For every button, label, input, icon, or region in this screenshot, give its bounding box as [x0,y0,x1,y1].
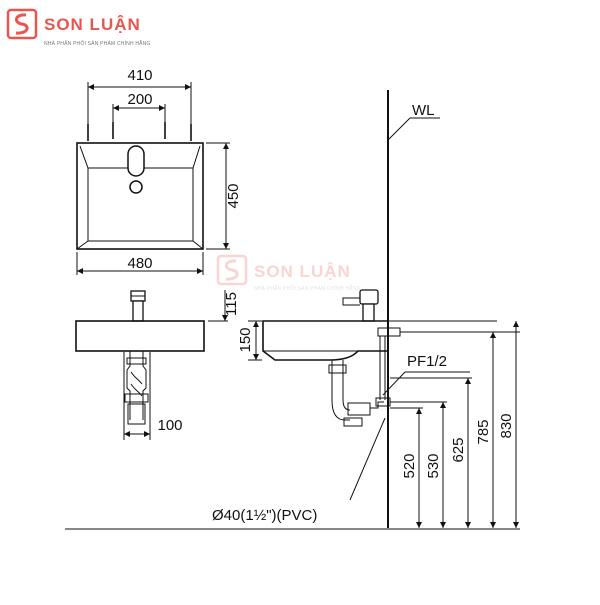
faucet-top-view [127,145,145,194]
brand-name: SON LUẬN [44,15,141,34]
height-785: 785 [475,419,492,444]
brand-tagline: NHÀ PHÂN PHỐI SẢN PHẨM CHÍNH HÃNG [44,40,151,47]
dim-tap-height: 115 [223,292,240,316]
mounting-bolts [87,122,192,141]
trap-front-view [123,351,151,440]
height-830: 830 [498,413,515,438]
faucet-side-view [342,289,379,322]
height-530: 530 [425,453,442,478]
brand-logo-mark [6,8,38,40]
trap-side-view [328,360,384,427]
dim-basin-height: 150 [237,327,254,352]
dim-depth: 450 [225,183,242,208]
front-view: 115 100 [75,290,240,440]
faucet-front-view [130,290,146,322]
dim-basin-width: 480 [127,255,152,272]
watermark-logo-mark [216,254,248,286]
dim-trap-offset: 100 [157,417,182,434]
basin-bowl-top [87,167,194,242]
watermark-name: SON LUẬN [254,262,351,281]
brand-watermark: SON LUẬN NHÀ PHÂN PHỐI SẢN PHẨM CHÍNH HÃ… [216,254,361,292]
height-625: 625 [450,437,467,462]
side-view: WL 150 [65,90,520,530]
watermark-tagline: NHÀ PHÂN PHỐI SẢN PHẨM CHÍNH HÃNG [254,285,361,292]
dim-tap-spacing: 200 [127,91,152,108]
basin-side [262,320,389,361]
dim-overall-width: 410 [127,67,152,84]
height-dimensions: 520 530 625 785 830 [401,321,519,528]
top-view: 410 200 450 [76,67,242,275]
inlet-label: PF1/2 [407,353,447,370]
drain-label: Ø40(1½")(PVC) [212,507,317,524]
brand-logo: SON LUẬN NHÀ PHÂN PHỐI SẢN PHẨM CHÍNH HÃ… [6,8,151,47]
wall-label: WL [412,102,435,119]
basin-front [75,320,205,352]
height-520: 520 [401,453,418,478]
basin-outline-top [76,142,204,250]
